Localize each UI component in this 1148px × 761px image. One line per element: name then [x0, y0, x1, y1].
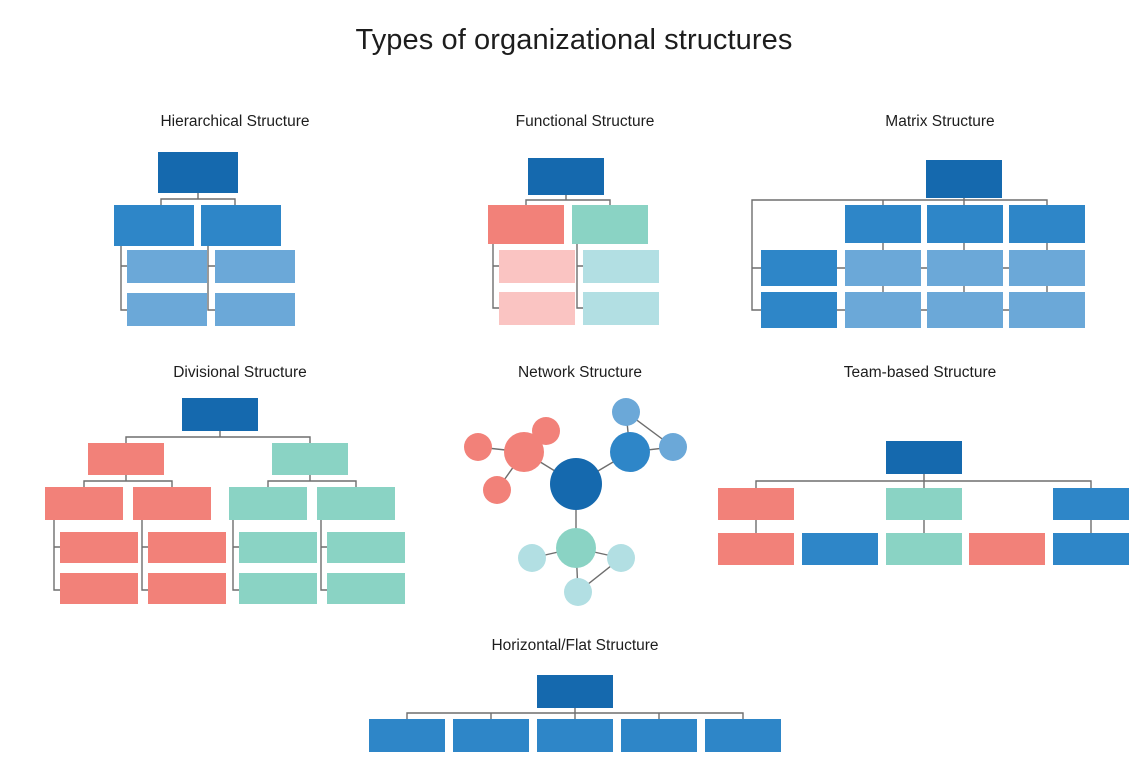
matrix-node-cell-1-1[interactable]	[845, 250, 921, 286]
functional-node-root[interactable]	[528, 158, 604, 195]
functional-node-sub-left-1[interactable]	[499, 250, 575, 283]
horizontal-flat-node-unit-2[interactable]	[453, 719, 529, 752]
divisional-node-div-right[interactable]	[272, 443, 348, 475]
divisional-node-root[interactable]	[182, 398, 258, 431]
matrix-node-cell-2-3[interactable]	[1009, 292, 1085, 328]
functional-node-sub-right-1[interactable]	[583, 250, 659, 283]
horizontal-flat-node-root[interactable]	[537, 675, 613, 708]
divisional-node-leaf-4[interactable]	[327, 532, 405, 563]
network-satellite-salmon-2[interactable]	[532, 417, 560, 445]
panel-title-functional: Functional Structure	[515, 113, 655, 130]
panel-title-matrix: Matrix Structure	[885, 113, 995, 130]
network-satellite-teal-1[interactable]	[518, 544, 546, 572]
panel-title-divisional: Divisional Structure	[173, 364, 307, 381]
network-satellite-salmon-1[interactable]	[464, 433, 492, 461]
hierarchical-node-level3-d[interactable]	[215, 293, 295, 326]
matrix-node-cell-1-2[interactable]	[927, 250, 1003, 286]
team-based-node-team-lead-2[interactable]	[886, 488, 962, 520]
divisional-node-sub-left-1[interactable]	[45, 487, 123, 520]
connectors-horizontal-flat	[406, 707, 744, 720]
network-satellite-blue-2[interactable]	[659, 433, 687, 461]
page-title: Types of organizational structures	[355, 24, 793, 56]
panel-title-horizontal-flat: Horizontal/Flat Structure	[491, 637, 659, 654]
network-cluster-teal[interactable]	[556, 528, 596, 568]
team-based-node-member-3[interactable]	[886, 533, 962, 565]
matrix-node-cell-1-3[interactable]	[1009, 250, 1085, 286]
divisional-node-leaf-3[interactable]	[239, 532, 317, 563]
team-based-node-member-1[interactable]	[718, 533, 794, 565]
network-satellite-teal-2[interactable]	[607, 544, 635, 572]
matrix-node-col-head-2[interactable]	[927, 205, 1003, 243]
hierarchical-node-level2-right[interactable]	[201, 205, 281, 246]
team-based-node-team-lead-1[interactable]	[718, 488, 794, 520]
network-hub-center[interactable]	[550, 458, 602, 510]
functional-node-sub-right-2[interactable]	[583, 292, 659, 325]
panel-title-network: Network Structure	[517, 364, 643, 381]
horizontal-flat-node-unit-5[interactable]	[705, 719, 781, 752]
network-satellite-salmon-3[interactable]	[483, 476, 511, 504]
divisional-node-sub-right-1[interactable]	[229, 487, 307, 520]
hierarchical-node-root[interactable]	[158, 152, 238, 193]
panel-title-hierarchical: Hierarchical Structure	[160, 113, 310, 130]
divisional-node-sub-left-2[interactable]	[133, 487, 211, 520]
team-based-node-root[interactable]	[886, 441, 962, 474]
divisional-node-leaf-6[interactable]	[148, 573, 226, 604]
team-based-node-member-5[interactable]	[1053, 533, 1129, 565]
matrix-node-row-head-1[interactable]	[761, 250, 837, 286]
divisional-node-leaf-1[interactable]	[60, 532, 138, 563]
divisional-node-leaf-2[interactable]	[148, 532, 226, 563]
matrix-node-cell-2-2[interactable]	[927, 292, 1003, 328]
horizontal-flat-node-unit-4[interactable]	[621, 719, 697, 752]
hierarchical-node-level3-c[interactable]	[127, 293, 207, 326]
matrix-node-col-head-1[interactable]	[845, 205, 921, 243]
divisional-node-sub-right-2[interactable]	[317, 487, 395, 520]
functional-node-dept-left[interactable]	[488, 205, 564, 244]
matrix-node-root[interactable]	[926, 160, 1002, 198]
network-satellite-teal-3[interactable]	[564, 578, 592, 606]
team-based-node-member-2[interactable]	[802, 533, 878, 565]
team-based-node-team-lead-3[interactable]	[1053, 488, 1129, 520]
hierarchical-node-level3-b[interactable]	[215, 250, 295, 283]
network-cluster-blue[interactable]	[610, 432, 650, 472]
divisional-node-leaf-8[interactable]	[327, 573, 405, 604]
network-satellite-blue-1[interactable]	[612, 398, 640, 426]
panel-title-team-based: Team-based Structure	[843, 364, 997, 381]
divisional-node-leaf-7[interactable]	[239, 573, 317, 604]
hierarchical-node-level2-left[interactable]	[114, 205, 194, 246]
matrix-node-col-head-3[interactable]	[1009, 205, 1085, 243]
team-based-node-member-4[interactable]	[969, 533, 1045, 565]
matrix-node-row-head-2[interactable]	[761, 292, 837, 328]
functional-node-sub-left-2[interactable]	[499, 292, 575, 325]
divisional-node-leaf-5[interactable]	[60, 573, 138, 604]
hierarchical-node-level3-a[interactable]	[127, 250, 207, 283]
matrix-node-cell-2-1[interactable]	[845, 292, 921, 328]
functional-node-dept-right[interactable]	[572, 205, 648, 244]
divisional-node-div-left[interactable]	[88, 443, 164, 475]
horizontal-flat-node-unit-1[interactable]	[369, 719, 445, 752]
horizontal-flat-node-unit-3[interactable]	[537, 719, 613, 752]
